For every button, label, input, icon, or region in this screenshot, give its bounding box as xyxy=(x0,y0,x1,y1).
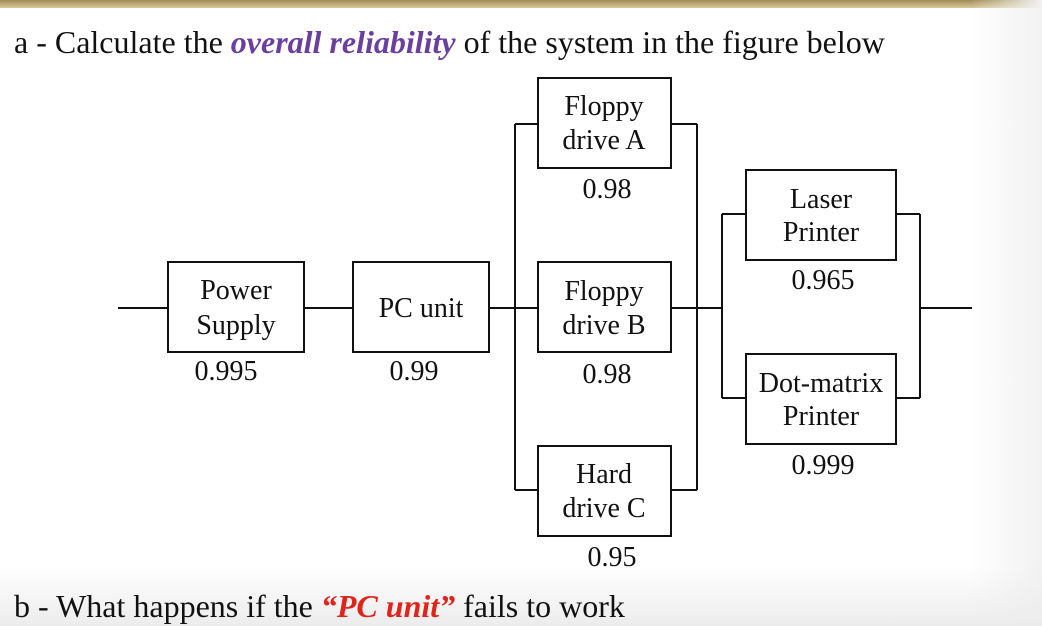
floppy-a-label-2: drive A xyxy=(562,125,646,156)
floppy-b-label-1: Floppy xyxy=(564,276,643,307)
floppy-a-reliability: 0.98 xyxy=(583,174,632,205)
component-labels: Power Supply 0.995 PC unit 0.99 Floppy d… xyxy=(195,91,884,573)
laser-printer-box xyxy=(745,169,897,261)
laser-printer-label-1: Laser xyxy=(790,184,853,215)
question-b-prefix: b - What happens if the xyxy=(14,588,321,624)
power-supply-label-1: Power xyxy=(200,275,272,306)
dot-matrix-printer-reliability: 0.999 xyxy=(792,450,855,481)
hard-drive-c-label-2: drive C xyxy=(562,493,645,524)
floppy-b-reliability: 0.98 xyxy=(583,359,632,390)
pc-unit-reliability: 0.99 xyxy=(390,356,439,387)
slide-top-border xyxy=(0,0,1042,8)
floppy-a-label-1: Floppy xyxy=(564,91,643,122)
question-a-heading: a - Calculate the overall reliability of… xyxy=(14,20,885,64)
laser-printer-label-2: Printer xyxy=(783,217,860,248)
slide-bottom-shade xyxy=(0,566,1042,626)
question-a-highlight: overall reliability xyxy=(230,24,456,60)
pc-unit-label: PC unit xyxy=(379,293,464,324)
dot-matrix-printer-box xyxy=(745,353,897,445)
component-boxes xyxy=(167,77,897,537)
question-b-highlight: “PC unit” xyxy=(320,588,456,624)
floppy-b-box xyxy=(537,261,672,353)
dot-matrix-printer-label-1: Dot-matrix xyxy=(759,368,883,399)
hard-drive-c-label-1: Hard xyxy=(576,459,632,490)
question-a-suffix: of the system in the figure below xyxy=(455,24,885,60)
connection-lines xyxy=(118,123,972,491)
question-a-prefix: a - Calculate the xyxy=(14,24,231,60)
laser-printer-reliability: 0.965 xyxy=(792,265,855,296)
power-supply-reliability: 0.995 xyxy=(195,356,258,387)
power-supply-box xyxy=(167,261,305,353)
power-supply-label-2: Supply xyxy=(196,310,275,341)
hard-drive-c-box xyxy=(537,445,672,537)
question-b-suffix: fails to work xyxy=(455,588,625,624)
floppy-a-box xyxy=(537,77,672,169)
dot-matrix-printer-label-2: Printer xyxy=(783,401,860,432)
pc-unit-box xyxy=(352,261,490,353)
question-b-heading: b - What happens if the “PC unit” fails … xyxy=(14,585,625,627)
hard-drive-c-reliability: 0.95 xyxy=(588,542,637,573)
slide-right-shade xyxy=(970,0,1042,626)
floppy-b-label-2: drive B xyxy=(562,310,645,341)
